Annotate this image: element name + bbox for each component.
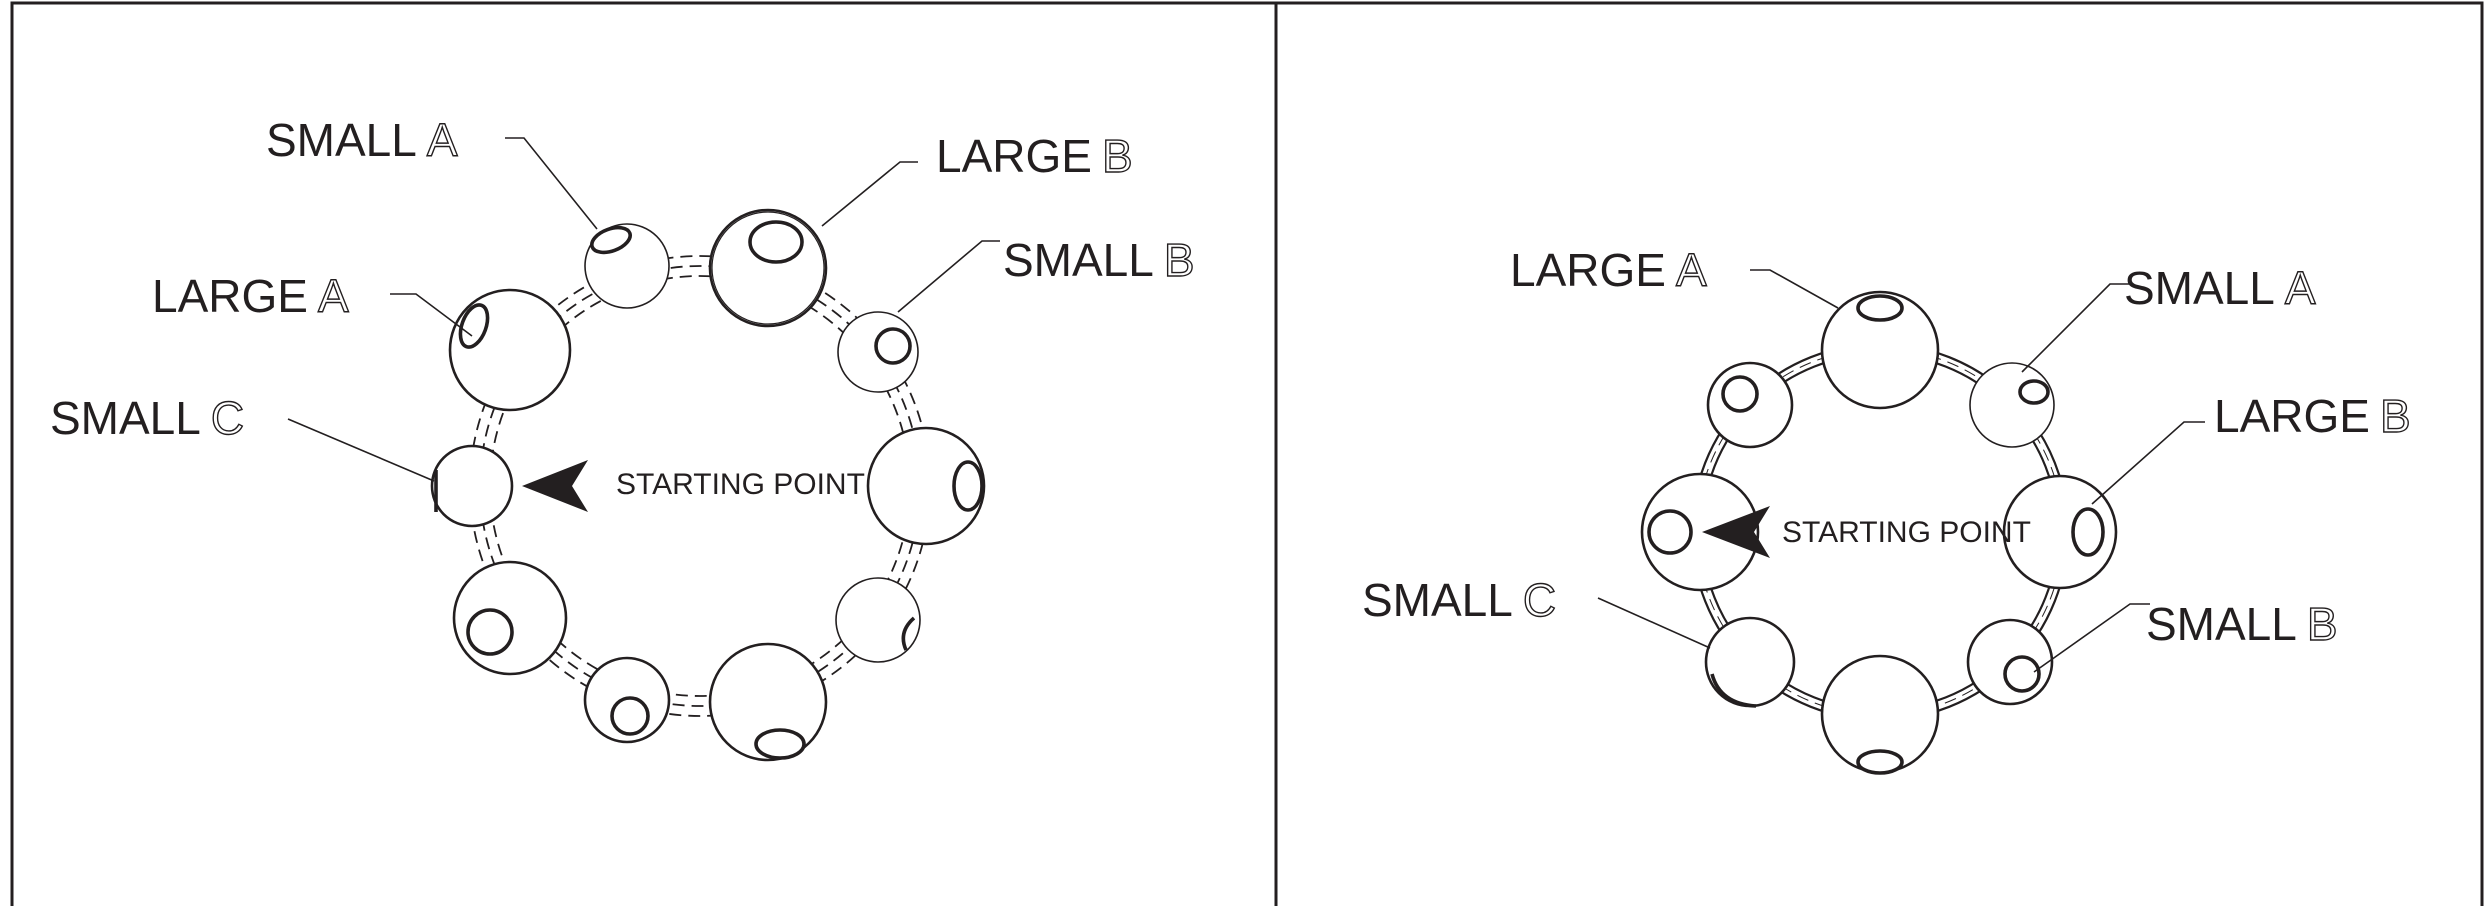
right-bead-large-left xyxy=(1640,472,1760,592)
left-bead-large-lower-left xyxy=(452,560,568,676)
left-bead-small-right-lower xyxy=(835,577,921,663)
left-bead-small-b xyxy=(837,311,919,393)
right-leader-small-c xyxy=(1597,597,1711,649)
right-starting-point-label: STARTING POINT xyxy=(1782,516,2031,549)
right-leader-large-a xyxy=(1750,269,1839,309)
right-leader-large-b xyxy=(2091,421,2205,505)
left-bead-small-a xyxy=(584,223,670,309)
left-bead-large-b xyxy=(708,208,828,328)
left-leader-small-b xyxy=(897,240,1000,313)
right-bead-small-c xyxy=(1704,616,1796,708)
left-bead-large-right xyxy=(866,426,986,546)
left-starting-arrow xyxy=(522,460,588,512)
right-bead-large-bottom xyxy=(1820,654,1940,775)
left-leader-small-a xyxy=(505,137,598,230)
right-bead-small-a xyxy=(1969,362,2055,448)
right-bead-large-b xyxy=(2002,474,2118,590)
left-leader-large-b xyxy=(821,161,918,227)
right-bead-small-b xyxy=(1966,618,2054,706)
left-bead-small-bottom xyxy=(583,656,671,744)
left-leader-small-c xyxy=(287,418,435,482)
right-starting-arrow xyxy=(1702,506,1770,558)
right-leader-small-a xyxy=(2021,283,2130,373)
left-bead-small-c xyxy=(430,444,514,528)
left-starting-point-label: STARTING POINT xyxy=(616,468,865,501)
left-bead-large-bottom xyxy=(708,642,828,762)
left-leader-large-a xyxy=(390,293,473,337)
right-panel-frame xyxy=(1274,1,2484,906)
left-bead-large-a xyxy=(448,288,572,412)
right-bead-small-upper-left xyxy=(1706,361,1794,449)
right-bead-large-a xyxy=(1820,290,1940,410)
right-leader-small-b xyxy=(2033,603,2150,673)
